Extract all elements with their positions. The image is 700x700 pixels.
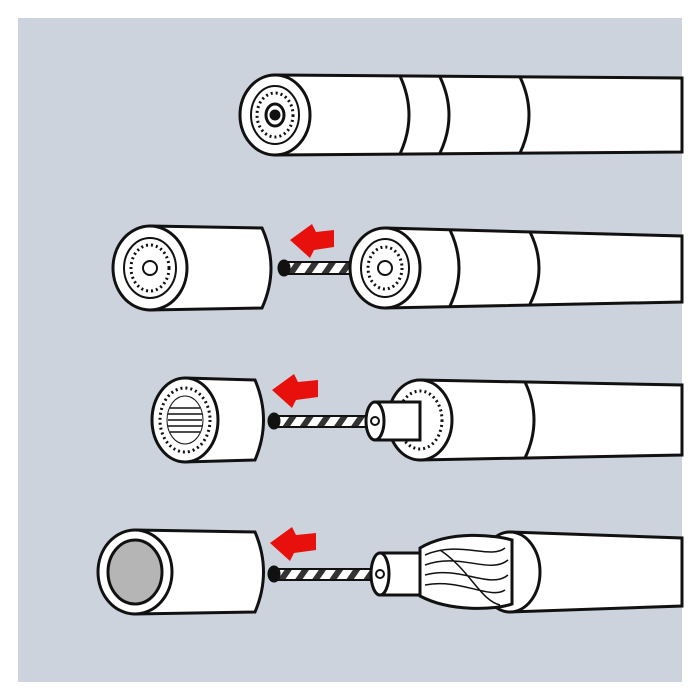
intact-cable: [238, 73, 684, 157]
removed-dielectric-piece: [96, 528, 265, 616]
removed-shield-piece: [150, 376, 265, 464]
left-arrow-icon: [270, 527, 316, 561]
left-arrow-icon: [272, 374, 318, 408]
cable-stripped-step2: [364, 378, 684, 462]
inner-conductor: [267, 412, 375, 430]
removed-jacket-piece: [111, 224, 273, 312]
left-arrow-icon: [290, 224, 334, 258]
cable-stripped-step3: [369, 530, 684, 614]
cable-stripped-step1: [348, 226, 684, 310]
inner-conductor: [267, 565, 375, 583]
